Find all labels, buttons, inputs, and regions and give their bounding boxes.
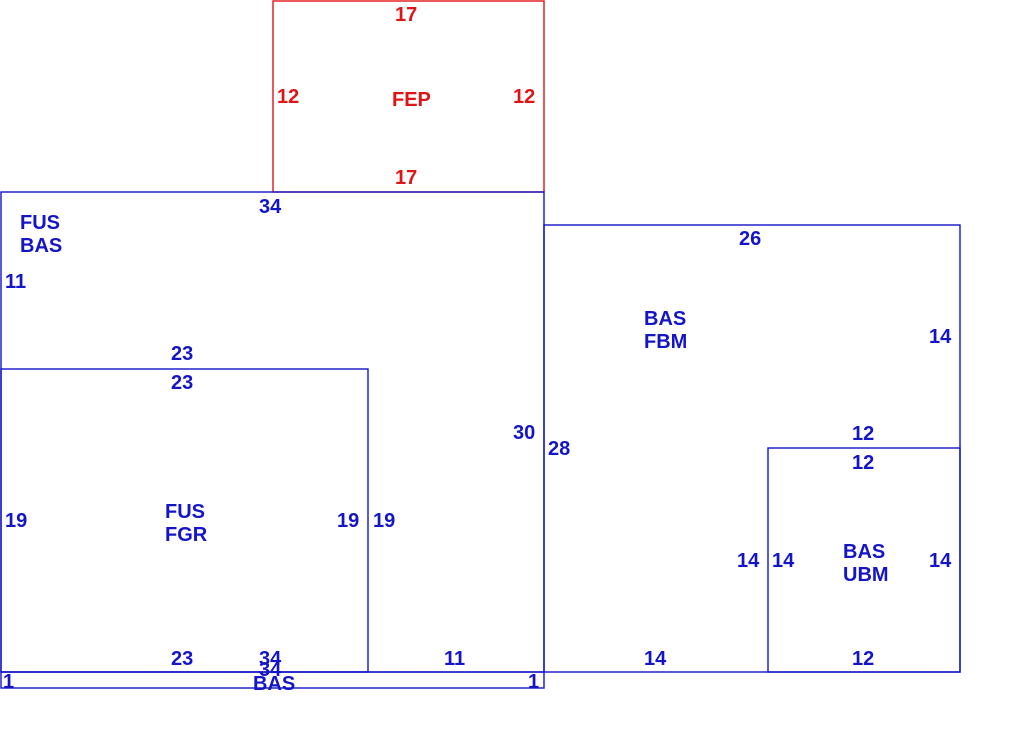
fbm-bottom-dimension: 14 [644,648,667,670]
ubm-right-dimension: 14 [929,550,952,572]
fbm-right-dimension: 14 [929,326,952,348]
bas-ubm-area-outline [767,447,961,673]
ubm-top-outer-dimension: 12 [852,423,874,445]
main-bottom-dimension: 34 [259,648,282,670]
bas-strip-area-outline [0,671,545,689]
ubm-left-outer-dimension: 14 [737,550,760,572]
bas-fbm-area: BAS FBM 26 14 28 14 [548,228,952,670]
ubm-top-dimension: 12 [852,452,874,474]
fus-bas-area: FUS BAS 34 11 23 30 34 11 [5,196,535,670]
fgr-outer-right-dimension: 19 [373,510,395,532]
bas-ubm-label-line-2: UBM [843,564,889,586]
strip-right-dimension: 1 [528,671,539,693]
bas-ubm-label-line-1: BAS [843,541,885,563]
fep-area: FEP 17 12 12 17 [277,4,535,189]
fbm-left-dimension: 28 [548,438,570,460]
bas-fbm-label-line-1: BAS [644,308,686,330]
bas-strip-area: BAS 34 1 1 [3,659,539,695]
fus-fgr-label-line-1: FUS [165,501,205,523]
ubm-left-dimension: 14 [772,550,795,572]
bas-strip-label: BAS [253,673,295,695]
fgr-top-dimension: 23 [171,372,193,394]
fus-bas-label-line-1: FUS [20,212,60,234]
fus-bas-label-line-2: BAS [20,235,62,257]
bas-fbm-label-line-2: FBM [644,331,687,353]
bas-ubm-area: BAS UBM 12 12 14 14 14 12 [737,423,952,670]
fep-left-dimension: 12 [277,86,299,108]
ubm-bottom-dimension: 12 [852,648,874,670]
main-inner-left-dimension: 23 [171,343,193,365]
fbm-top-dimension: 26 [739,228,761,250]
main-right-dimension: 30 [513,422,535,444]
main-left-upper-dimension: 11 [5,271,26,293]
main-bottom-right-dimension: 11 [444,648,465,670]
strip-left-dimension: 1 [3,671,14,693]
fep-bottom-dimension: 17 [395,167,417,189]
fep-top-dimension: 17 [395,4,417,26]
fus-fgr-area: FUS FGR 23 19 19 19 23 [5,372,395,670]
fgr-bottom-dimension: 23 [171,648,193,670]
fep-right-dimension: 12 [513,86,535,108]
fus-bas-area-outline [0,191,545,673]
fgr-right-dimension: 19 [337,510,359,532]
fus-fgr-label-line-2: FGR [165,524,208,546]
fgr-left-dimension: 19 [5,510,27,532]
main-top-dimension: 34 [259,196,282,218]
strip-top-dimension: 34 [259,659,282,681]
fep-label-code: FEP [392,89,431,111]
